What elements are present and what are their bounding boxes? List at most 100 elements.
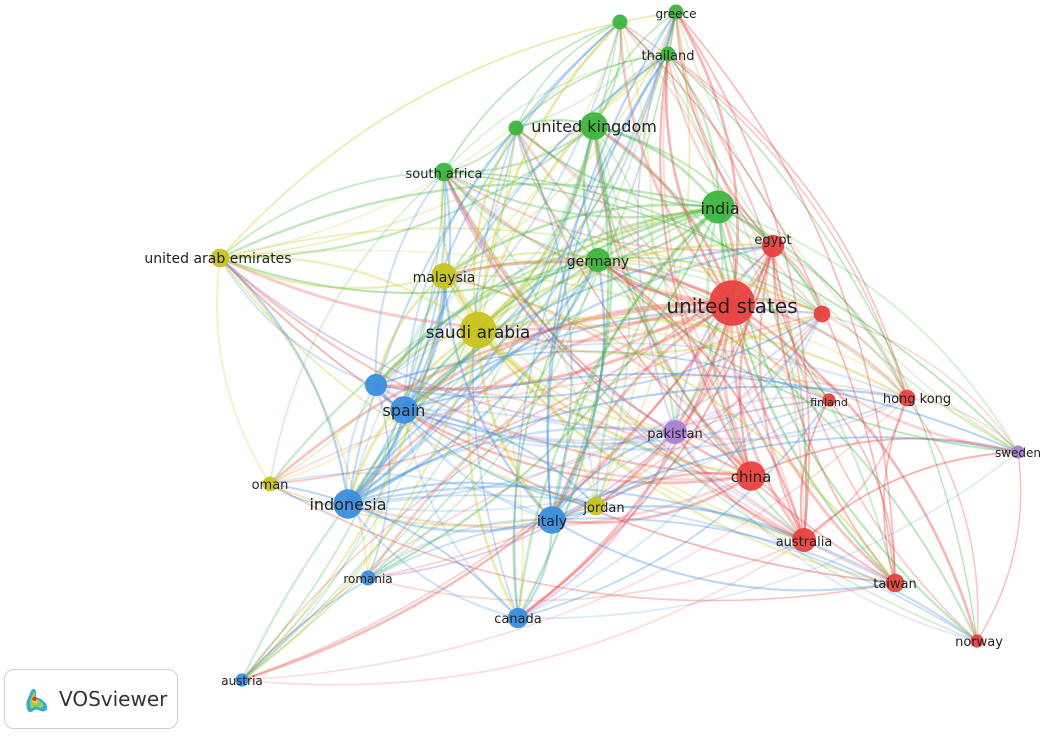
node-india[interactable] [701,190,735,224]
node-united-kingdom[interactable] [580,112,608,140]
node-greece[interactable] [668,4,684,20]
link-germany-blue_unlabeled [375,258,599,386]
link-red_unlabeled-romania [367,313,823,579]
link-saudi_arabia-united_arab_emirates [219,255,479,332]
link-india-pakistan [673,206,724,433]
link-united_arab_emirates-oman [216,257,271,485]
label-oman[interactable]: oman [252,478,289,493]
link-taiwan-italy [551,519,896,592]
link-hong_kong-india [717,205,909,399]
link-india-saudi_arabia [476,205,719,332]
node-jordan[interactable] [586,496,606,516]
label-pakistan[interactable]: pakistan [647,427,702,442]
node-oman[interactable] [262,476,278,492]
label-sweden[interactable]: sweden [995,446,1041,460]
label-austria[interactable]: austria [221,674,263,688]
label-italy[interactable]: italy [537,514,567,530]
app-name: VOSviewer [59,687,168,711]
label-united-states[interactable]: united states [666,294,797,318]
node-finland[interactable] [822,393,836,407]
link-india-green_unlabeled_2 [515,127,719,209]
node-italy[interactable] [538,506,566,534]
node-pakistan[interactable] [663,420,687,444]
label-finland[interactable]: finland [810,396,848,409]
label-spain[interactable]: spain [383,401,426,420]
link-united_arab_emirates-blue_unlabeled [219,257,377,386]
label-indonesia[interactable]: indonesia [309,495,386,514]
label-united-kingdom[interactable]: united kingdom [531,117,657,136]
label-india[interactable]: india [701,199,740,218]
link-egypt-spain [403,244,774,411]
label-united-arab-emirates[interactable]: united arab emirates [144,251,291,267]
node-blue-unlabeled[interactable] [364,373,388,397]
link-south_africa-united_arab_emirates [219,171,445,259]
label-taiwan[interactable]: taiwan [873,577,917,592]
link-red_unlabeled-pakistan [674,313,823,433]
node-norway[interactable] [970,634,984,648]
link-hong_kong-green_unlabeled_1 [619,21,908,399]
link-united_states-south_africa [442,170,733,305]
label-saudi-arabia[interactable]: saudi arabia [426,323,531,343]
node-taiwan[interactable] [885,573,905,593]
node-united-arab-emirates[interactable] [210,248,230,268]
node-united-states[interactable] [709,280,755,326]
node-romania[interactable] [360,570,376,586]
link-india-jordan [594,206,719,507]
link-saudi_arabia-oman [269,329,479,486]
link-south_africa-pakistan [443,171,676,433]
label-norway[interactable]: norway [955,635,1003,650]
link-india-romania [367,206,720,579]
label-thailand[interactable]: thailand [642,49,695,64]
link-greece-pakistan [636,11,677,433]
link-malaysia-italy [442,275,553,521]
node-thailand[interactable] [660,46,676,62]
link-egypt-saudi_arabia [477,243,774,332]
node-egypt[interactable] [761,234,785,258]
node-australia[interactable] [792,528,816,552]
node-spain[interactable] [390,396,418,424]
link-united_states-greece [674,11,740,304]
node-austria[interactable] [235,673,249,687]
label-south-africa[interactable]: south africa [405,167,482,182]
node-green-unlabeled-2[interactable] [508,120,524,136]
link-india-green_unlabeled_1 [619,21,720,208]
link-united_states-oman [269,301,733,486]
link-south_africa-jordan [443,171,597,507]
link-green_unlabeled_2-canada [472,127,519,619]
label-egypt[interactable]: egypt [754,233,791,248]
node-green-unlabeled-1[interactable] [612,14,628,30]
link-finland-malaysia [443,274,830,401]
link-south_africa-saudi_arabia [440,171,480,331]
label-germany[interactable]: germany [567,254,629,270]
label-china[interactable]: china [731,468,772,486]
vosviewer-logo-icon [26,688,48,713]
link-norway-indonesia [347,494,978,642]
link-greece-blue_unlabeled [375,11,677,386]
node-indonesia[interactable] [333,489,363,519]
node-germany[interactable] [586,248,610,272]
label-hong-kong[interactable]: hong kong [883,392,951,407]
node-saudi-arabia[interactable] [459,311,497,349]
label-jordan[interactable]: jordan [582,501,624,516]
node-china[interactable] [736,461,766,491]
node-sweden[interactable] [1011,445,1025,459]
node-malaysia[interactable] [431,263,457,289]
node-red-unlabeled[interactable] [813,305,831,323]
node-south-africa[interactable] [434,162,454,182]
link-egypt-pakistan [673,245,774,433]
link-spain-sweden [403,372,1019,453]
label-australia[interactable]: australia [776,535,833,550]
link-china-jordan [595,471,752,507]
node-hong-kong[interactable] [898,389,916,407]
label-greece[interactable]: greece [655,7,696,21]
label-malaysia[interactable]: malaysia [413,270,476,286]
label-canada[interactable]: canada [494,612,542,627]
label-romania[interactable]: romania [343,572,392,586]
node-canada[interactable] [507,607,529,629]
link-india-oman [269,205,719,485]
link-indonesia-canada [347,503,519,620]
link-china-sweden [750,437,1019,477]
link-malaysia-austria [241,275,445,681]
